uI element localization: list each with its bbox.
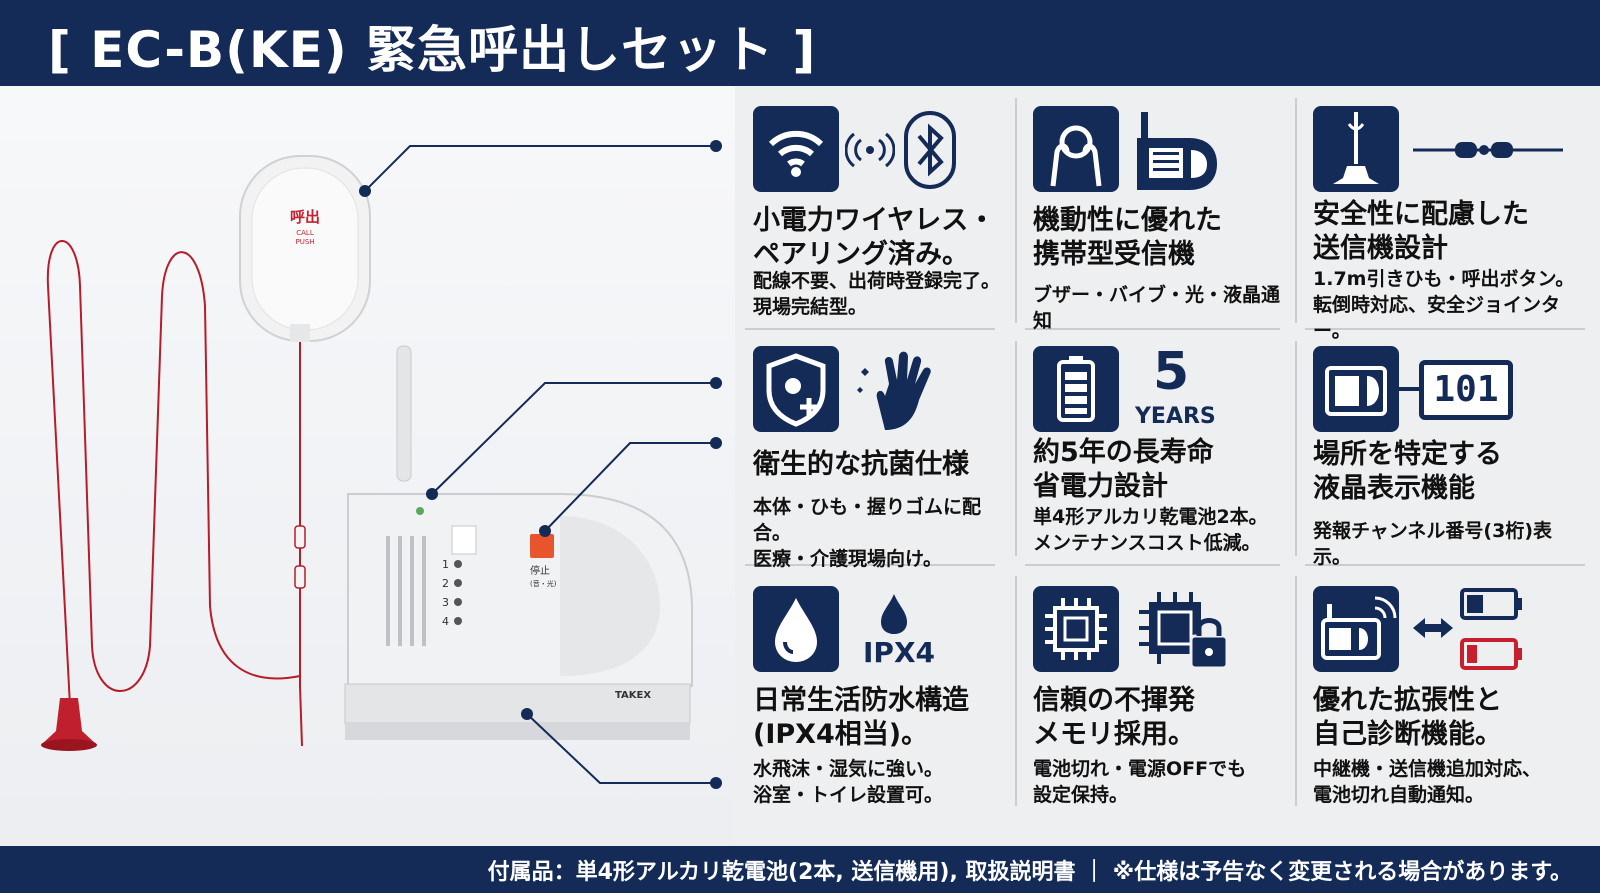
- years-number: 5: [1153, 342, 1190, 402]
- feature-icons: [1033, 106, 1293, 194]
- feature-title: 小電力ワイヤレス・ ペアリング済み。: [753, 205, 996, 270]
- feature-grid: 小電力ワイヤレス・ ペアリング済み。 配線不要、出荷時登録完了。 現場完結型。 …: [735, 86, 1600, 846]
- feature-icons: [1033, 586, 1293, 674]
- hand-receiver-icon: [1033, 106, 1119, 192]
- pull-cord-icon: [1313, 106, 1399, 192]
- receiver-icon: [1137, 112, 1217, 190]
- divider: [1305, 564, 1585, 566]
- chip-lock-icon: [1139, 592, 1229, 670]
- feature-title: 安全性に配慮した 送信機設計: [1313, 199, 1529, 264]
- feature-desc: 単4形アルカリ乾電池2本。 メンテナンスコスト低減。: [1033, 506, 1268, 554]
- feature-wireless: 小電力ワイヤレス・ ペアリング済み。 配線不要、出荷時登録完了。 現場完結型。: [735, 86, 1011, 326]
- footer-note: 付属品：単4形アルカリ乾電池(2本, 送信機用), 取扱説明書 ｜ ※仕様は予告…: [487, 860, 1572, 885]
- signal-icon: [845, 132, 895, 168]
- channel-2-label: 2: [442, 577, 449, 590]
- bluetooth-icon: [904, 111, 956, 189]
- feature-icons: 5 YEARS: [1033, 342, 1293, 434]
- brand-label: TAKEX: [615, 690, 651, 701]
- feature-desc: ブザー・バイブ・光・液晶通知: [1033, 284, 1281, 332]
- divider: [1295, 341, 1297, 556]
- feature-title: 信頼の不揮発 メモリ採用。: [1033, 685, 1195, 750]
- battery-icon: [1033, 346, 1119, 432]
- feature-title: 優れた拡張性と 自己診断機能。: [1313, 685, 1502, 750]
- jointer-icon: [1413, 142, 1563, 158]
- feature-icons: IPX4: [753, 586, 1013, 674]
- feature-title: 場所を特定する 液晶表示機能: [1313, 439, 1502, 504]
- feature-desc: 発報チャンネル番号(3桁)表示。: [1313, 520, 1553, 568]
- feature-icons: [1313, 586, 1573, 674]
- channel-4-label: 4: [442, 615, 449, 628]
- product-photo-area: 呼出 CALL PUSH 1 2 3 4: [0, 86, 735, 846]
- feature-title: 日常生活防水構造 (IPX4相当)。: [753, 685, 969, 750]
- channel-1-label: 1: [442, 558, 449, 571]
- feature-desc: 水飛沫・湿気に強い。 浴室・トイレ設置可。: [753, 758, 944, 806]
- clean-hand-icon: [857, 351, 931, 430]
- small-drop-icon: [881, 594, 907, 634]
- chip-icon: [1033, 586, 1119, 672]
- feature-memory: 信頼の不揮発 メモリ採用。 電池切れ・電源OFFでも 設定保持。: [1015, 566, 1291, 836]
- years-label: YEARS: [1135, 404, 1216, 429]
- button-label-call: CALL: [296, 229, 314, 237]
- footer-bar: 付属品：単4形アルカリ乾電池(2本, 送信機用), 取扱説明書 ｜ ※仕様は予告…: [0, 846, 1600, 893]
- feature-title: 機動性に優れた 携帯型受信機: [1033, 205, 1222, 270]
- feature-desc: 中継機・送信機追加対応、 電池切れ自動通知。: [1313, 758, 1542, 806]
- feature-expand: 優れた拡張性と 自己診断機能。 中継機・送信機追加対応、 電池切れ自動通知。: [1295, 566, 1571, 836]
- feature-waterproof: IPX4 日常生活防水構造 (IPX4相当)。 水飛沫・湿気に強い。 浴室・トイ…: [735, 566, 1011, 836]
- button-label-main: 呼出: [290, 208, 320, 226]
- double-arrow-icon: [1413, 618, 1453, 638]
- connector-icon: [1399, 387, 1419, 391]
- lcd-display-icon: 101: [1419, 360, 1513, 420]
- divider: [1025, 328, 1280, 330]
- ipx-label: IPX4: [863, 636, 936, 669]
- feature-desc: 1.7m引きひも・呼出ボタン。 転倒時対応、安全ジョインター。: [1313, 268, 1575, 342]
- divider: [1305, 328, 1585, 330]
- feature-desc: 配線不要、出荷時登録完了。 現場完結型。: [753, 270, 1001, 318]
- water-drop-icon: [753, 586, 839, 672]
- feature-desc: 本体・ひも・握りゴムに配合。 医療・介護現場向け。: [753, 496, 982, 570]
- feature-title: 衛生的な抗菌仕様: [753, 449, 969, 480]
- feature-title: 約5年の長寿命 省電力設計: [1033, 437, 1214, 502]
- stop-sub-label: (音・光): [530, 579, 557, 588]
- feature-portable: 機動性に優れた 携帯型受信機 ブザー・バイブ・光・液晶通知: [1015, 86, 1293, 332]
- feature-hygiene: 衛生的な抗菌仕様 本体・ひも・握りゴムに配合。 医療・介護現場向け。: [735, 326, 1013, 570]
- divider: [745, 328, 995, 330]
- header-bar: [ EC-B(KE) 緊急呼出しセット ]: [0, 0, 1600, 86]
- button-label-push: PUSH: [295, 238, 314, 246]
- page-title: [ EC-B(KE) 緊急呼出しセット ]: [48, 21, 817, 79]
- divider: [1295, 98, 1297, 323]
- battery-low-icon: [1460, 588, 1522, 670]
- divider: [1015, 341, 1017, 556]
- feature-icons: [753, 346, 1013, 434]
- main-canvas: 呼出 CALL PUSH 1 2 3 4: [0, 86, 1600, 846]
- antibacterial-shield-icon: [753, 346, 839, 432]
- divider: [745, 564, 995, 566]
- feature-icons: [1313, 106, 1573, 194]
- feature-display: 101 場所を特定する 液晶表示機能 発報チャンネル番号(3桁)表示。: [1295, 326, 1573, 568]
- stop-label: 停止: [530, 564, 550, 577]
- product-illustration: 呼出 CALL PUSH 1 2 3 4: [41, 140, 722, 789]
- feature-battery: 5 YEARS 約5年の長寿命 省電力設計 単4形アルカリ乾電池2本。 メンテナ…: [1015, 326, 1291, 566]
- divider: [1295, 576, 1297, 806]
- receiver-icon: [1313, 346, 1399, 432]
- divider: [1015, 576, 1017, 806]
- feature-icons: 101: [1313, 346, 1573, 434]
- wifi-icon: [753, 106, 839, 192]
- feature-safety: 安全性に配慮した 送信機設計 1.7m引きひも・呼出ボタン。 転倒時対応、安全ジ…: [1295, 86, 1574, 342]
- receiver-signal-icon: [1313, 586, 1399, 672]
- channel-3-label: 3: [442, 596, 449, 609]
- divider: [1025, 564, 1280, 566]
- feature-icons: [753, 106, 1013, 194]
- divider: [1015, 98, 1017, 323]
- feature-desc: 電池切れ・電源OFFでも 設定保持。: [1033, 758, 1247, 806]
